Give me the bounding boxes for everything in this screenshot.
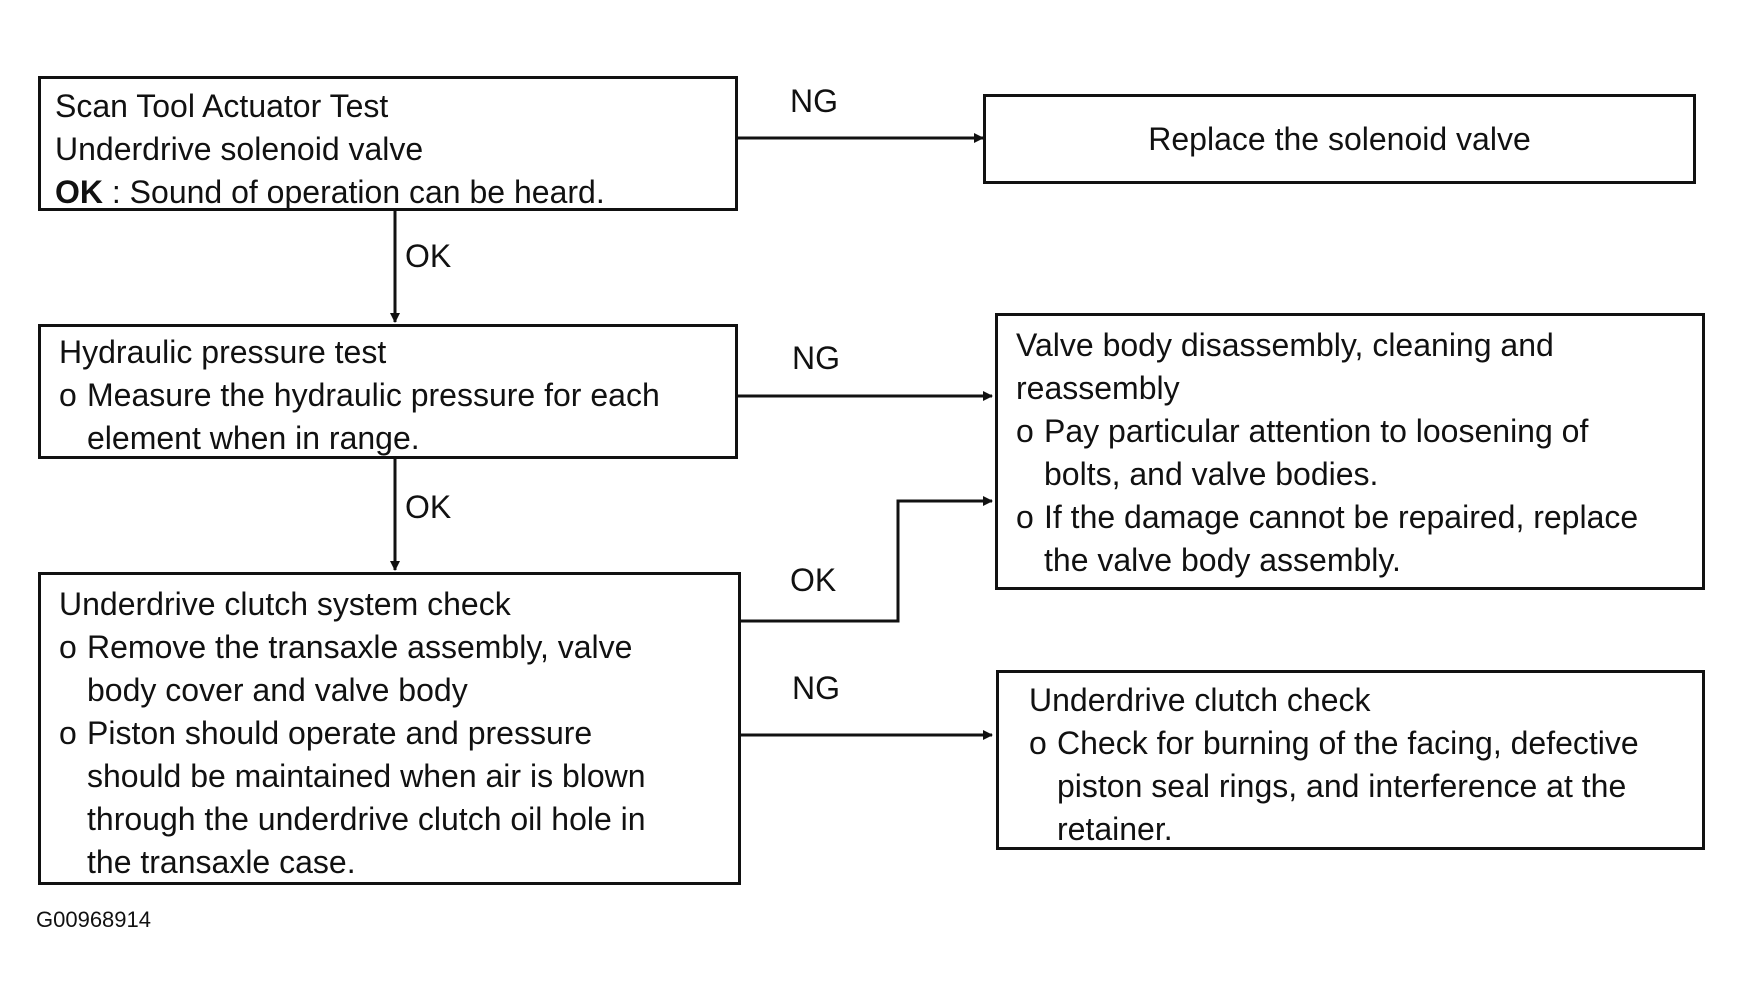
bullet-mark: o xyxy=(59,715,77,751)
scan-tool-ok-criterion: OK : Sound of operation can be heard. xyxy=(55,171,721,214)
edge-label-hydraulic-ok: OK xyxy=(405,489,452,525)
edge-label-hydraulic-ng: NG xyxy=(792,340,840,376)
bullet-mark: o xyxy=(1016,499,1034,535)
figure-id: G00968914 xyxy=(36,907,151,932)
hydraulic-title: Hydraulic pressure test xyxy=(59,334,387,370)
node-hydraulic-pressure-test: Hydraulic pressure test o Measure the hy… xyxy=(38,324,738,459)
bullet-mark: o xyxy=(59,629,77,665)
hydraulic-bullet-text: Measure the hydraulic pressure for each … xyxy=(87,377,660,456)
ud-system-bullet-2: o Piston should operate and pressure sho… xyxy=(59,712,720,884)
node-replace-solenoid: Replace the solenoid valve xyxy=(983,94,1696,184)
ok-criterion-label: OK xyxy=(55,174,103,210)
hydraulic-bullet: o Measure the hydraulic pressure for eac… xyxy=(59,374,717,460)
edge-label-scan-ok: OK xyxy=(405,238,452,274)
arrow-system-to-valvebody xyxy=(738,496,993,623)
node-scan-tool-test: Scan Tool Actuator Test Underdrive solen… xyxy=(38,76,738,211)
valve-body-bullet-1-text: Pay particular attention to loosening of… xyxy=(1044,413,1589,492)
bullet-mark: o xyxy=(59,377,77,413)
scan-tool-subtitle: Underdrive solenoid valve xyxy=(55,131,424,167)
ud-clutch-bullet: o Check for burning of the facing, defec… xyxy=(1029,722,1672,851)
bullet-mark: o xyxy=(1029,725,1047,761)
scan-tool-title: Scan Tool Actuator Test xyxy=(55,88,389,124)
edge-label-scan-ng: NG xyxy=(790,83,838,119)
ud-system-bullet-2-text: Piston should operate and pressure shoul… xyxy=(87,715,646,880)
node-underdrive-clutch-system-check: Underdrive clutch system check o Remove … xyxy=(38,572,741,885)
ud-clutch-title: Underdrive clutch check xyxy=(1029,682,1371,718)
edge-label-system-ok: OK xyxy=(790,562,837,598)
ok-criterion-text: : Sound of operation can be heard. xyxy=(103,174,605,210)
ud-system-title: Underdrive clutch system check xyxy=(59,586,511,622)
valve-body-bullet-1: o Pay particular attention to loosening … xyxy=(1016,410,1684,496)
node-valve-body-disassembly: Valve body disassembly, cleaning and rea… xyxy=(995,313,1705,590)
valve-body-title: Valve body disassembly, cleaning and rea… xyxy=(1016,327,1554,406)
replace-solenoid-text: Replace the solenoid valve xyxy=(1148,120,1531,157)
node-underdrive-clutch-check: Underdrive clutch check o Check for burn… xyxy=(996,670,1705,850)
valve-body-bullet-2-text: If the damage cannot be repaired, replac… xyxy=(1044,499,1639,578)
edge-label-system-ng: NG xyxy=(792,670,840,706)
ud-system-bullet-1-text: Remove the transaxle assembly, valve bod… xyxy=(87,629,633,708)
valve-body-bullet-2: o If the damage cannot be repaired, repl… xyxy=(1016,496,1684,582)
ud-clutch-bullet-text: Check for burning of the facing, defecti… xyxy=(1057,725,1639,847)
bullet-mark: o xyxy=(1016,413,1034,449)
ud-system-bullet-1: o Remove the transaxle assembly, valve b… xyxy=(59,626,720,712)
